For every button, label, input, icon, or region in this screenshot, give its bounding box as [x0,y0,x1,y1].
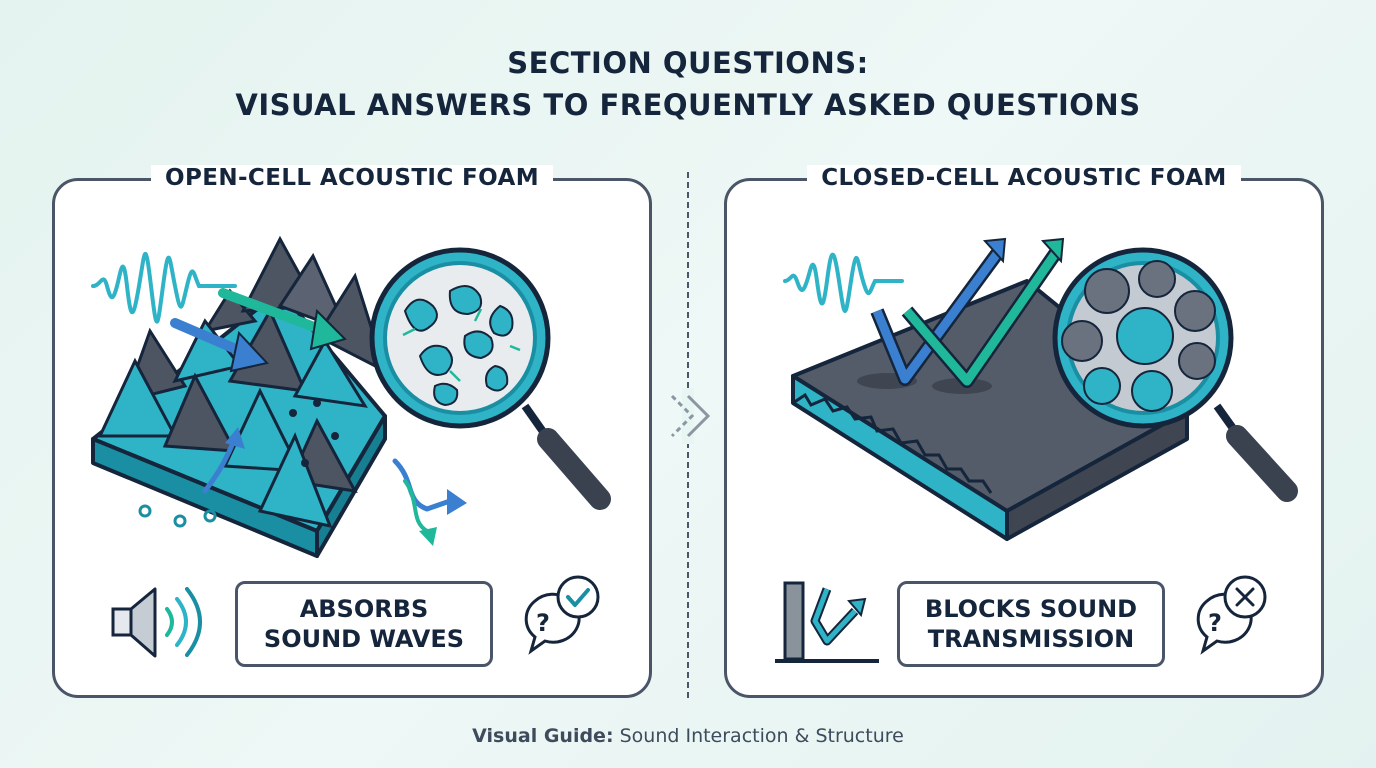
question-cross-icon: ? [1196,575,1267,655]
page-title-line-1: SECTION QUESTIONS: [507,46,869,80]
question-check-icon: ? [524,575,600,655]
closed-cell-illustration: ? [775,237,1298,663]
open-cell-panel: OPEN-CELL ACOUSTIC FOAM [52,165,652,698]
closed-cell-heading: CLOSED-CELL ACOUSTIC FOAM [727,165,1321,191]
magnifier-open-cells-icon [369,247,611,510]
left-label-line-1: ABSORBS [299,595,429,623]
speaker-icon [111,587,202,658]
reflection-arrows-icon [870,237,1065,388]
left-label-line-2: SOUND WAVES [263,625,465,653]
svg-text:?: ? [1208,609,1222,637]
open-cell-heading: OPEN-CELL ACOUSTIC FOAM [55,165,649,191]
right-label-line-2: TRANSMISSION [927,625,1135,653]
wall-reflection-icon [775,581,879,663]
closed-cell-panel: CLOSED-CELL ACOUSTIC FOAM [724,165,1324,698]
absorption-arrows-icon [170,288,467,546]
pyramid-foam-icon [91,235,388,558]
svg-text:?: ? [536,609,550,637]
footer-caption-bold: Visual Guide: [472,725,614,747]
open-cell-illustration: ? [91,235,611,658]
incoming-sound-wave-icon [91,251,237,324]
incoming-sound-wave-icon [783,252,904,313]
scattered-particles-icon [138,474,217,528]
right-label-line-1: BLOCKS SOUND [924,595,1138,623]
footer-caption: Visual Guide: Sound Interaction & Struct… [0,725,1376,747]
magnifier-closed-cells-icon [1052,247,1298,502]
footer-caption-text: Sound Interaction & Structure [619,725,904,747]
absorbs-sound-waves-label: ABSORBS SOUND WAVES [235,581,493,667]
page-title-line-2: VISUAL ANSWERS TO FREQUENTLY ASKED QUEST… [235,88,1141,122]
chevron-right-icon [670,388,711,444]
blocks-sound-transmission-label: BLOCKS SOUND TRANSMISSION [897,581,1165,667]
